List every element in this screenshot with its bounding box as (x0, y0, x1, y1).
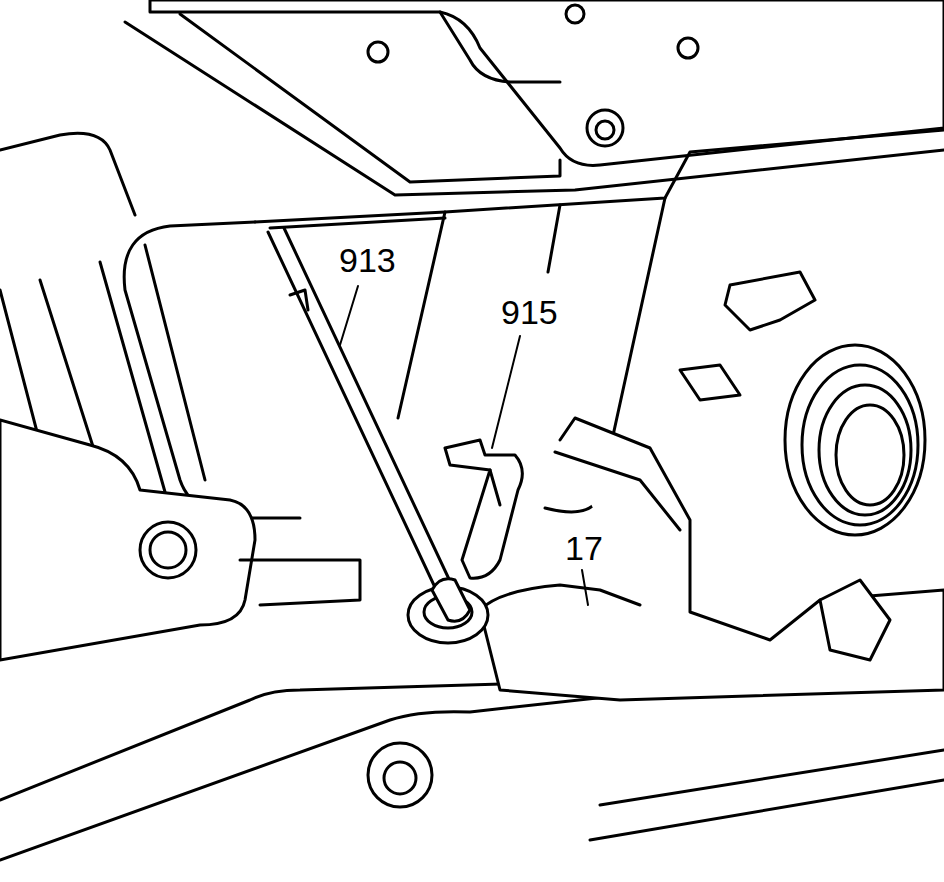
leader-line (492, 336, 520, 448)
plate-edge (440, 12, 560, 82)
separator-plate (255, 130, 944, 222)
clip (490, 470, 500, 505)
rod-bend (432, 579, 470, 622)
spring-coil (836, 405, 904, 505)
lower-casting (600, 750, 944, 805)
counterbore (596, 121, 614, 139)
lower-casting (590, 780, 944, 840)
spring-bracket (725, 272, 815, 330)
rod-tab (290, 290, 308, 310)
leader-line (582, 570, 588, 605)
part-17 (555, 452, 680, 530)
callout-number: 913 (336, 242, 399, 278)
spring-coil (785, 345, 925, 535)
counterbore (368, 743, 432, 807)
boss-step (240, 560, 360, 605)
plate-edge (180, 14, 560, 182)
channel (145, 245, 205, 480)
counterbore (384, 762, 416, 794)
callout-number: 17 (562, 530, 606, 566)
spring-coil (819, 385, 911, 515)
boss-hole (140, 522, 196, 578)
hole (368, 42, 388, 62)
boss-hole (150, 532, 186, 568)
rod (284, 228, 456, 594)
casting-edge (0, 133, 135, 215)
leader-line (340, 286, 358, 345)
clip (445, 440, 522, 578)
separator-plate (270, 218, 445, 228)
counterbore (587, 110, 623, 146)
guide-line (548, 205, 560, 272)
rod (268, 232, 440, 598)
boss (0, 420, 255, 660)
channel (124, 222, 300, 518)
callout-number: 915 (498, 294, 561, 330)
hole (678, 38, 698, 58)
spring-bracket (680, 365, 740, 400)
hole (566, 5, 584, 23)
plate-edge (125, 22, 944, 195)
spring-coil (802, 365, 918, 525)
guide-line (398, 212, 445, 418)
spring-bracket (820, 580, 890, 660)
